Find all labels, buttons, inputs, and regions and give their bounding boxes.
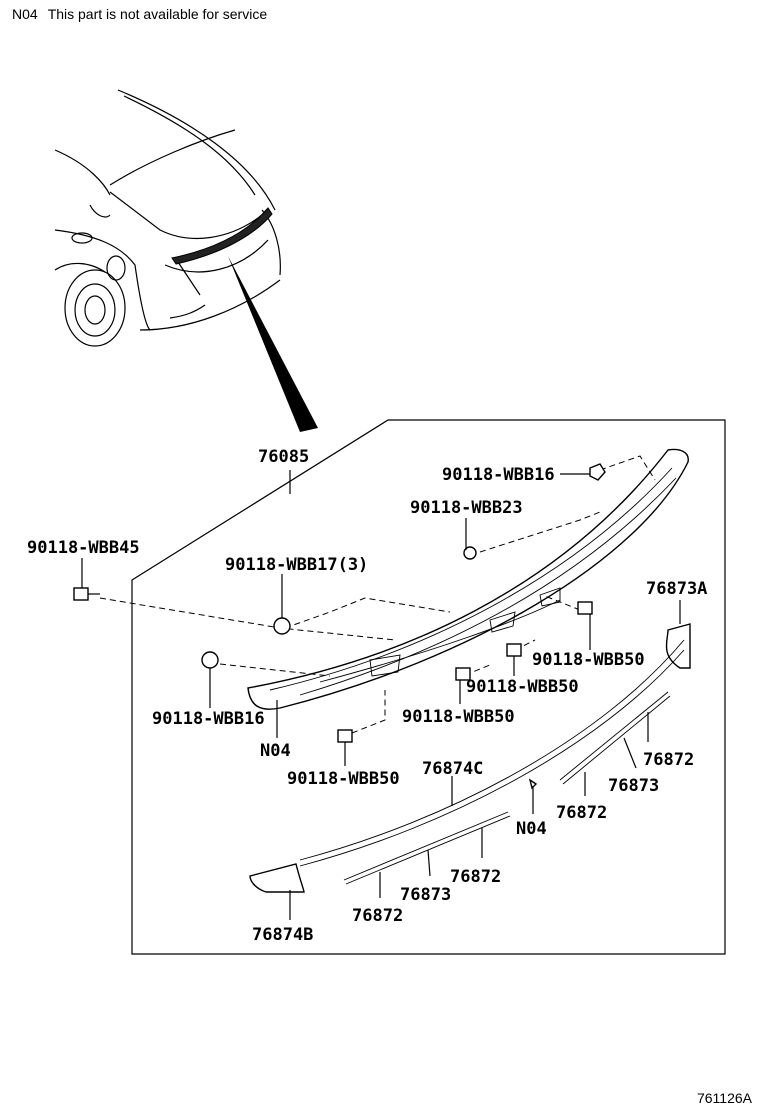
- service-note: N04 This part is not available for servic…: [12, 6, 267, 22]
- clip-wbb16-left: [201, 651, 219, 669]
- bolt-wbb50-b: [455, 667, 471, 681]
- lower-parts: [249, 623, 691, 893]
- part-labels: 76085 90118-WBB16 90118-WBB23 90118-WBB4…: [27, 447, 707, 945]
- label-strip-left-upper: 76872: [450, 867, 501, 887]
- label-bolt-wbb45: 90118-WBB45: [27, 538, 140, 558]
- label-wbb50-a: 90118-WBB50: [287, 769, 400, 789]
- label-strip-right-mid: 76873: [608, 776, 659, 796]
- note-text: This part is not available for service: [47, 6, 268, 22]
- label-n04-lower: N04: [516, 819, 547, 839]
- label-strip-right-lower: 76872: [556, 803, 607, 823]
- bolt-wbb50-c: [506, 643, 522, 657]
- note-code: N04: [12, 6, 38, 22]
- label-bolt-wbb17: 90118-WBB17(3): [225, 555, 368, 575]
- label-assembly: 76085: [258, 447, 309, 467]
- label-wbb50-d: 90118-WBB50: [532, 650, 645, 670]
- bolt-wbb45: [73, 587, 89, 601]
- bolt-wbb50-d: [577, 601, 593, 615]
- label-spoiler-c: 76874C: [422, 759, 483, 779]
- spoiler-main: [247, 448, 689, 710]
- label-wbb50-b: 90118-WBB50: [402, 707, 515, 727]
- figure-id: 761126A: [696, 1090, 752, 1106]
- label-wbb50-c: 90118-WBB50: [466, 677, 579, 697]
- label-leaders: [81, 473, 681, 920]
- label-strip-left-lower: 76872: [352, 906, 403, 926]
- nut-wbb16-top: [589, 463, 606, 481]
- clip-wbb23: [463, 546, 477, 560]
- label-strip-right-upper: 76872: [643, 750, 694, 770]
- car-illustration: [54, 89, 318, 432]
- label-spoiler-b: 76874B: [252, 925, 313, 945]
- label-bolt-wbb23: 90118-WBB23: [410, 498, 523, 518]
- label-bolt-top-right: 90118-WBB16: [442, 465, 555, 485]
- clip-wbb17: [273, 617, 291, 635]
- label-strip-left-mid: 76873: [400, 885, 451, 905]
- bolt-wbb50-a: [337, 729, 353, 743]
- label-spoiler-right: 76873A: [646, 579, 707, 599]
- assembly-box: [131, 419, 726, 955]
- label-n04-upper: N04: [260, 741, 291, 761]
- label-bolt-left: 90118-WBB16: [152, 709, 265, 729]
